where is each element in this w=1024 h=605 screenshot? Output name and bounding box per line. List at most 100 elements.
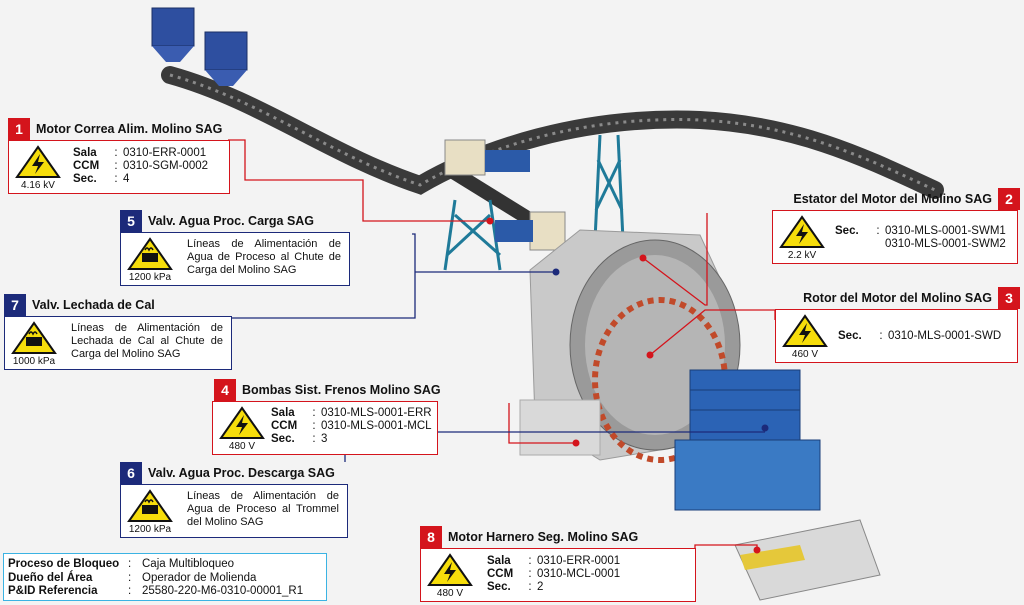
- callout-6-header: 6 Valv. Agua Proc. Descarga SAG: [120, 462, 341, 484]
- callout-3-box: 460 V Sec.:0310-MLS-0001-SWD: [775, 309, 1018, 363]
- callout-7-box: 1000 kPa Líneas de Alimentación de Lecha…: [4, 316, 232, 370]
- field-key: CCM: [73, 160, 100, 172]
- callout-6-unit: 1200 kPa: [128, 524, 172, 535]
- dust-collector-1: [151, 7, 195, 62]
- info-key: Proceso de Bloqueo: [8, 558, 120, 570]
- callout-1-hazard: 4.16 kV: [15, 145, 61, 191]
- field-key: Sec.: [271, 433, 295, 445]
- trestle-1: [443, 199, 502, 271]
- callout-7-hazard: 1000 kPa: [11, 321, 57, 367]
- callout-6-title: Valv. Agua Proc. Descarga SAG: [148, 466, 335, 480]
- callout-8-fields: Sala:0310-ERR-0001 CCM:0310-MCL-0001 Sec…: [487, 555, 621, 593]
- field-value: 4: [123, 173, 130, 185]
- callout-7-number: 7: [4, 294, 26, 316]
- conveyor-drive-1: [444, 139, 486, 176]
- callout-5-unit: 1200 kPa: [128, 272, 172, 283]
- field-value: 0310-MLS-0001-SWM2: [885, 238, 1006, 250]
- field-value: 0310-MLS-0001-ERR: [321, 407, 432, 419]
- mill-motor: [674, 369, 821, 511]
- callout-3-header: 3 Rotor del Motor del Molino SAG: [797, 287, 1020, 309]
- field-key: Sec.: [73, 173, 97, 185]
- info-value: 25580-220-M6-0310-00001_R1: [142, 585, 304, 597]
- field-value: 2: [537, 581, 544, 593]
- callout-2-box: 2.2 kV Sec.:0310-MLS-0001-SWM1 0310-MLS-…: [772, 210, 1018, 264]
- callout-1-header: 1 Motor Correa Alim. Molino SAG: [8, 118, 228, 140]
- field-key: CCM: [487, 568, 514, 580]
- callout-8-box: 480 V Sala:0310-ERR-0001 CCM:0310-MCL-00…: [420, 548, 696, 602]
- callout-8-unit: 480 V: [436, 588, 464, 599]
- callout-1-unit: 4.16 kV: [21, 180, 55, 191]
- callout-5-box: 1200 kPa Líneas de Alimentación de Agua …: [120, 232, 350, 286]
- callout-7-title: Valv. Lechada de Cal: [32, 298, 155, 312]
- info-row: Dueño del Área:Operador de Molienda: [8, 571, 257, 584]
- trestle-2: [593, 134, 625, 241]
- field-value: 0310-ERR-0001: [537, 555, 621, 567]
- field-value: 0310-SGM-0002: [123, 160, 209, 172]
- callout-1-number: 1: [8, 118, 30, 140]
- leader-2: [642, 213, 708, 306]
- info-key: Dueño del Área: [8, 571, 93, 584]
- callout-3-unit: 460 V: [791, 349, 819, 360]
- callout-5-header: 5 Valv. Agua Proc. Carga SAG: [120, 210, 320, 232]
- field-key: Sala: [73, 147, 97, 159]
- callout-5-description: Líneas de Alimentación de Agua de Proces…: [187, 238, 341, 276]
- field-key: Sala: [271, 407, 295, 419]
- field-value: 0310-MLS-0001-SWD: [888, 330, 1002, 342]
- leader-7: [230, 233, 416, 319]
- electrical-hazard-icon: [15, 145, 61, 178]
- field-value: 0310-MLS-0001-MCL: [321, 420, 432, 432]
- callout-1-box: 4.16 kV Sala:0310-ERR-0001 CCM:0310-SGM-…: [8, 140, 230, 194]
- callout-8-header: 8 Motor Harnero Seg. Molino SAG: [420, 526, 644, 548]
- info-value: Caja Multibloqueo: [142, 558, 235, 570]
- field-key: Sala: [487, 555, 511, 567]
- electrical-hazard-icon: [782, 314, 828, 347]
- leader-4: [508, 403, 576, 444]
- fluid-pressure-hazard-icon: [127, 489, 173, 522]
- lockout-info-box: Proceso de Bloqueo:Caja Multibloqueo Due…: [3, 553, 327, 601]
- callout-4-title: Bombas Sist. Frenos Molino SAG: [242, 383, 441, 397]
- callout-7-description: Líneas de Alimentación de Lechada de Cal…: [71, 322, 223, 360]
- field-key: Sec.: [487, 581, 511, 593]
- dust-collector-2: [204, 31, 248, 86]
- callout-2-hazard: 2.2 kV: [779, 215, 825, 261]
- callout-6-hazard: 1200 kPa: [127, 489, 173, 535]
- callout-3-fields: Sec.:0310-MLS-0001-SWD: [838, 330, 1002, 342]
- field-value: 0310-ERR-0001: [123, 147, 207, 159]
- callout-2-title: Estator del Motor del Molino SAG: [793, 192, 992, 206]
- callout-6-box: 1200 kPa Líneas de Alimentación de Agua …: [120, 484, 348, 538]
- info-key: P&ID Referencia: [8, 585, 98, 597]
- callout-3-hazard: 460 V: [782, 314, 828, 360]
- callout-8-hazard: 480 V: [427, 553, 473, 599]
- callout-1-title: Motor Correa Alim. Molino SAG: [36, 122, 223, 136]
- callout-8-title: Motor Harnero Seg. Molino SAG: [448, 530, 639, 544]
- callout-3-number: 3: [998, 287, 1020, 309]
- callout-8-number: 8: [420, 526, 442, 548]
- callout-4-fields: Sala:0310-MLS-0001-ERR CCM:0310-MLS-0001…: [271, 407, 432, 445]
- callout-5-hazard: 1200 kPa: [127, 237, 173, 283]
- callout-2-fields: Sec.:0310-MLS-0001-SWM1 0310-MLS-0001-SW…: [835, 225, 1006, 250]
- leader-1: [228, 139, 490, 222]
- fluid-pressure-hazard-icon: [11, 321, 57, 354]
- callout-5-number: 5: [120, 210, 142, 232]
- info-row: Proceso de Bloqueo:Caja Multibloqueo: [8, 558, 235, 570]
- field-key: Sec.: [838, 330, 862, 342]
- field-value: 0310-MCL-0001: [537, 568, 621, 580]
- callout-6-description: Líneas de Alimentación de Agua de Proces…: [187, 490, 339, 528]
- callout-4-header: 4 Bombas Sist. Frenos Molino SAG: [214, 379, 447, 401]
- fluid-pressure-hazard-icon: [127, 237, 173, 270]
- info-row: P&ID Referencia:25580-220-M6-0310-00001_…: [8, 585, 304, 597]
- info-value: Operador de Molienda: [142, 571, 257, 584]
- callout-7-unit: 1000 kPa: [12, 356, 56, 367]
- field-value: 0310-MLS-0001-SWM1: [885, 225, 1006, 237]
- electrical-hazard-icon: [219, 406, 265, 439]
- callout-6-number: 6: [120, 462, 142, 484]
- field-value: 3: [321, 433, 328, 445]
- callout-4-hazard: 480 V: [219, 406, 265, 452]
- callout-4-unit: 480 V: [228, 441, 256, 452]
- callout-7-header: 7 Valv. Lechada de Cal: [4, 294, 161, 316]
- callout-2-unit: 2.2 kV: [787, 250, 817, 261]
- electrical-hazard-icon: [427, 553, 473, 586]
- field-key: Sec.: [835, 225, 859, 237]
- callout-2-header: 2 Estator del Motor del Molino SAG: [787, 188, 1020, 210]
